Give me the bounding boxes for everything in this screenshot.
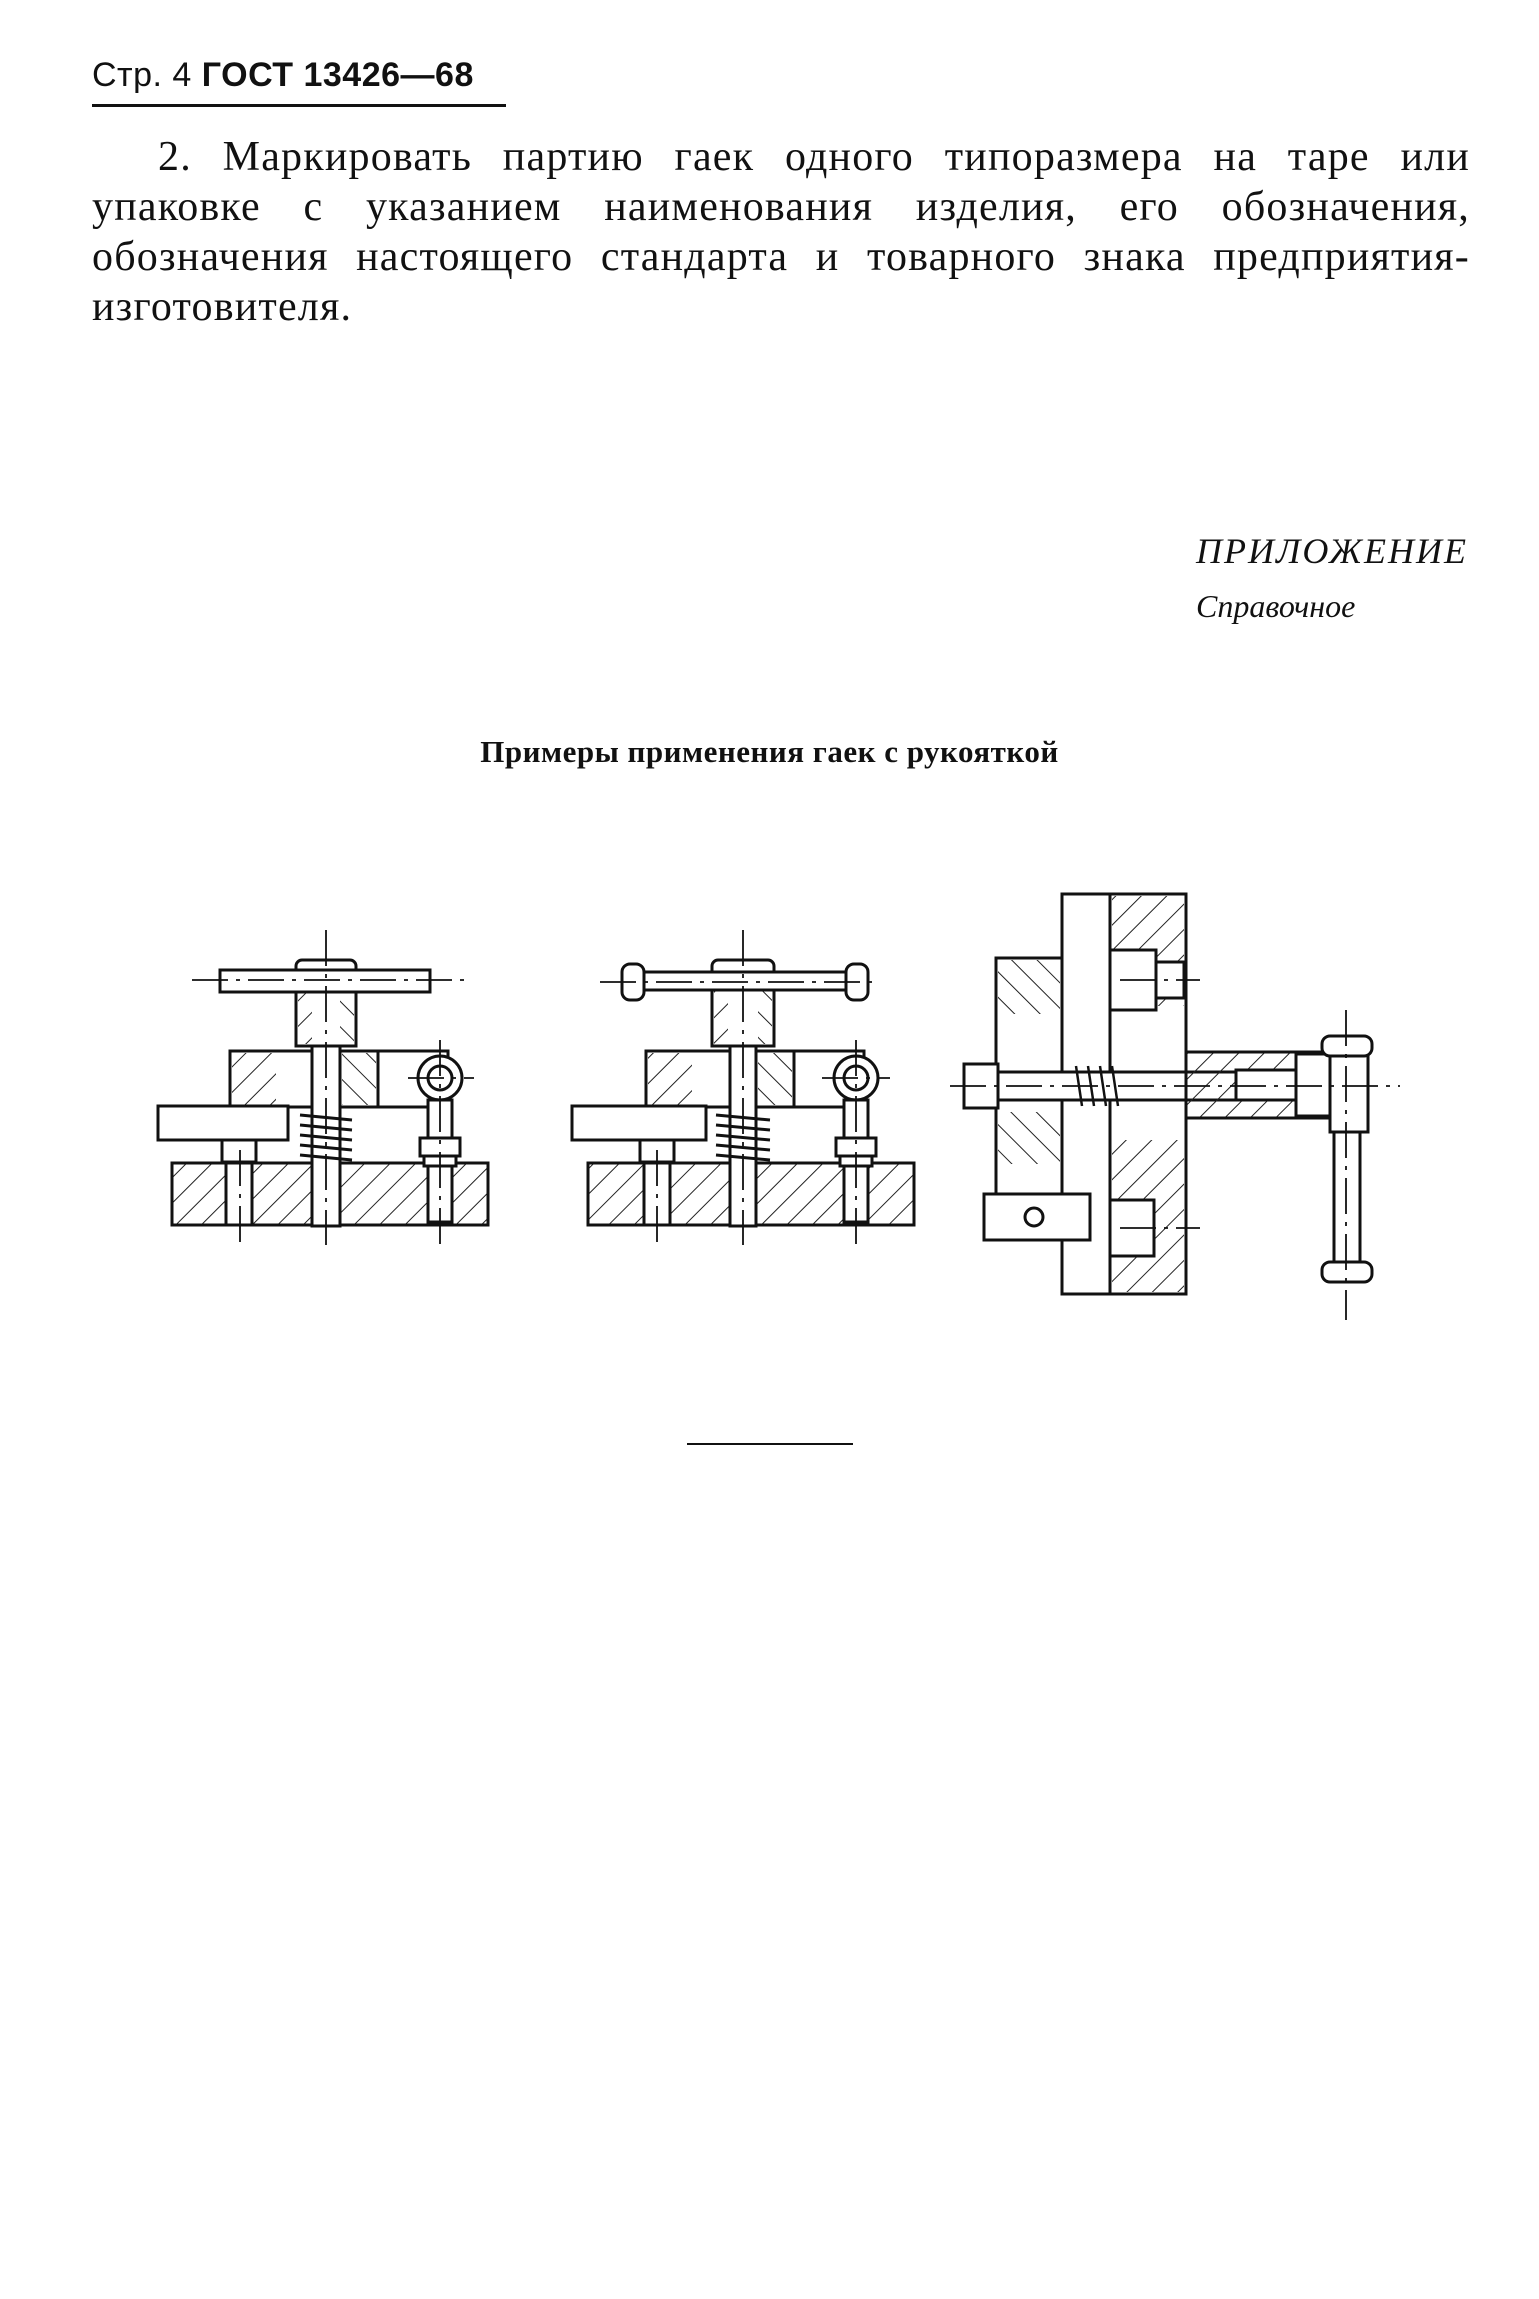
appendix-subtitle: Справочное <box>1196 588 1356 624</box>
figure-title: Примеры применения гаек с рукояткой <box>480 734 1059 769</box>
example-1-clamp <box>156 930 490 1245</box>
example-2-clamp <box>570 930 916 1245</box>
example-3-fixture <box>950 892 1400 1320</box>
page-header: Стр. 4 ГОСТ 13426—68 <box>92 56 474 95</box>
page-number: Стр. 4 <box>92 56 192 94</box>
technical-drawing <box>156 892 1400 1320</box>
end-rule <box>687 1443 853 1445</box>
header-rule <box>92 104 506 107</box>
standard-number: ГОСТ 13426—68 <box>201 56 474 94</box>
appendix-title: ПРИЛОЖЕНИЕ <box>1196 531 1468 571</box>
marking-paragraph: 2. Маркировать партию гаек одного типора… <box>92 134 1470 330</box>
